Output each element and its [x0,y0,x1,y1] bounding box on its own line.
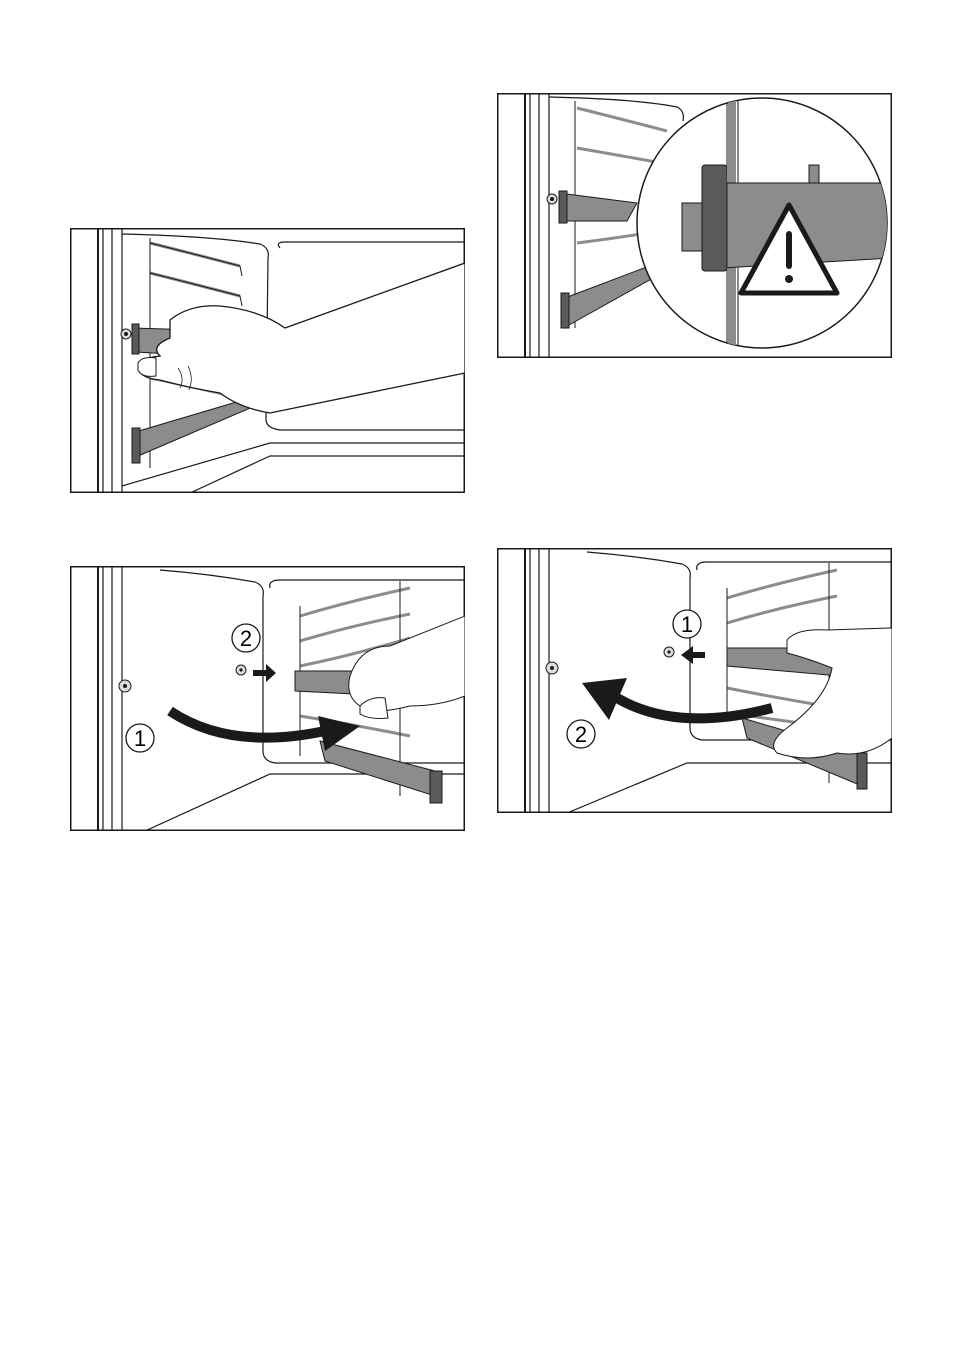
callout-1: 1 [126,724,154,752]
callout-label: 1 [681,612,693,637]
figure-warning-detail [497,93,892,358]
callout-label: 2 [575,722,587,747]
illustration-warning-detail [497,93,892,358]
callout-2: 2 [232,624,260,652]
callout-1: 1 [673,610,701,638]
callout-2: 2 [567,720,595,748]
figure-remove-shelf-support [70,228,465,493]
figure-install-rear: 2 1 [70,566,465,831]
illustration-install-rear: 2 1 [70,566,465,831]
callout-label: 1 [134,726,146,751]
figure-install-rotate: 1 2 [497,548,892,813]
illustration-install-rotate: 1 2 [497,548,892,813]
illustration-remove-support [70,228,465,493]
callout-label: 2 [240,626,252,651]
